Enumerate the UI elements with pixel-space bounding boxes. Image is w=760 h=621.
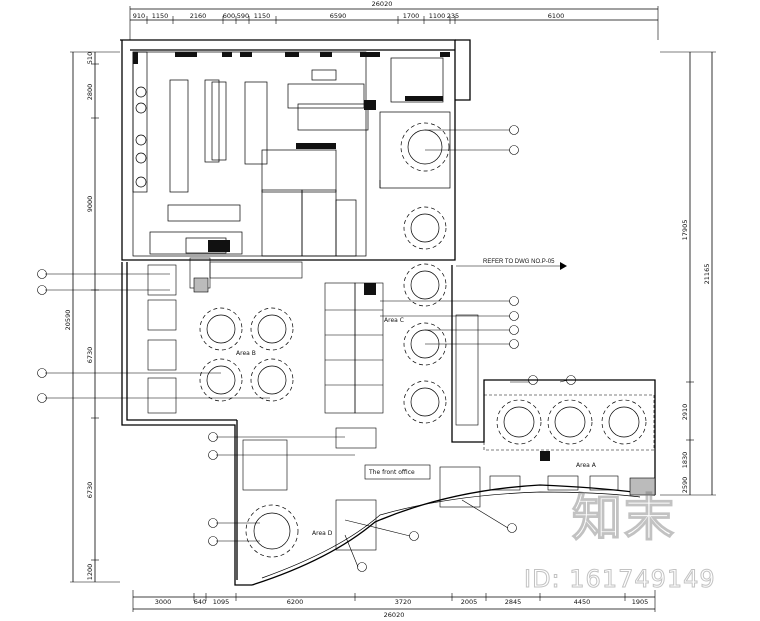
right-dim-3: 1830 (681, 452, 689, 469)
right-dim-4: 2590 (681, 477, 689, 494)
top-dim-1: 910 (133, 12, 145, 20)
top-dim-11: 6100 (548, 12, 565, 20)
right-dim-1: 17905 (681, 220, 689, 241)
bottom-total-dim: 26020 (384, 611, 405, 619)
top-dim-2: 1150 (152, 12, 169, 20)
top-dim-4: 600 (223, 12, 235, 20)
bottom-dim-7: 2845 (505, 598, 522, 606)
top-total-dim: 26020 (372, 0, 393, 8)
left-dim-3: 9000 (86, 196, 94, 213)
room-label-area-a: Area A (576, 462, 597, 469)
watermark-mark: 知末 (571, 488, 676, 547)
left-dim-2: 2800 (86, 84, 94, 101)
left-total-dim: 20590 (64, 310, 72, 331)
room-label-front-office: The front office (368, 469, 415, 476)
left-dim-1: 510 (86, 52, 94, 64)
bottom-dim-3: 1095 (213, 598, 230, 606)
bottom-dim-1: 3000 (155, 598, 172, 606)
room-label-area-b: Area B (236, 350, 256, 357)
left-dim-6: 1200 (86, 564, 94, 581)
room-label-area-d: Area D (312, 530, 333, 537)
left-dim-4: 6730 (86, 347, 94, 364)
top-dim-5: 590 (237, 12, 249, 20)
top-dim-6: 1150 (254, 12, 271, 20)
bottom-dim-9: 1905 (632, 598, 649, 606)
right-total-dim: 21165 (703, 264, 711, 285)
top-dim-8: 1700 (403, 12, 420, 20)
bottom-dim-5: 3720 (395, 598, 412, 606)
top-dim-3: 2160 (190, 12, 207, 20)
refer-note: REFER TO DWG NO.P-05 (483, 259, 555, 265)
bottom-dim-4: 6200 (287, 598, 304, 606)
watermark-id: ID: 161749149 (524, 565, 716, 594)
left-dim-5: 6730 (86, 482, 94, 499)
bottom-dim-8: 4450 (574, 598, 591, 606)
bottom-dim-2: 640 (194, 598, 206, 606)
bottom-dim-6: 2005 (461, 598, 478, 606)
top-dim-9: 1100 (429, 12, 446, 20)
right-dim-2: 2910 (681, 404, 689, 421)
top-dim-10: 235 (447, 12, 459, 20)
room-label-area-c: Area C (384, 317, 404, 324)
top-dim-7: 6590 (330, 12, 347, 20)
